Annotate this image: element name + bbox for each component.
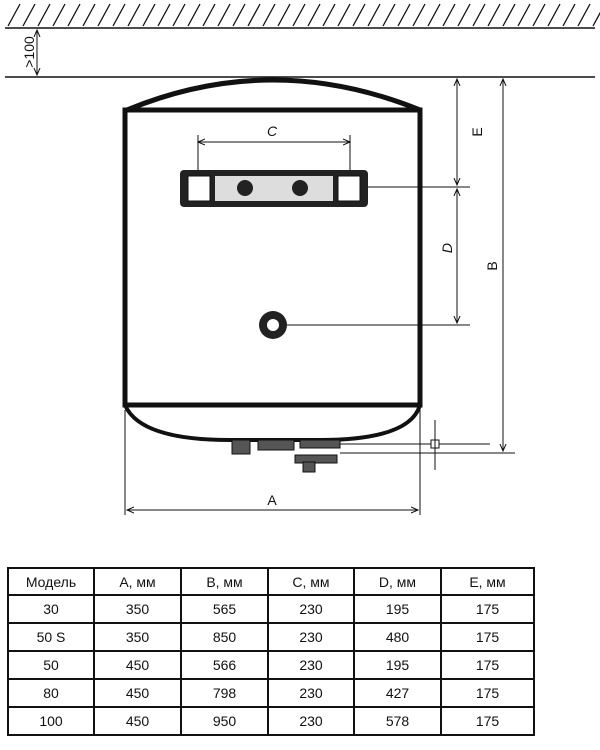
hatch-stroke: [487, 3, 501, 27]
knob-icon: [259, 311, 287, 339]
hatch-stroke: [397, 3, 411, 27]
hatch-stroke: [502, 3, 516, 27]
hatch-stroke: [127, 3, 141, 27]
hatch-stroke: [547, 3, 561, 27]
table-header: Модель A, мм B, мм C, мм D, мм E, мм: [7, 567, 535, 596]
hatch-stroke: [262, 3, 276, 27]
hatch-stroke: [382, 3, 396, 27]
hatch-stroke: [427, 3, 441, 27]
table-cell: 427: [353, 678, 442, 708]
hatch-stroke: [142, 3, 156, 27]
table-cell: 175: [440, 678, 535, 708]
table-cell: 175: [440, 706, 535, 736]
dim-label-c: C: [267, 123, 278, 139]
table-cell: 175: [440, 594, 535, 624]
header-cell: D, мм: [353, 567, 442, 596]
table-cell: 195: [353, 650, 442, 680]
pipe-fittings: [231, 439, 341, 473]
hatch-stroke: [352, 3, 366, 27]
header-cell: A, мм: [93, 567, 182, 596]
hatch-stroke: [187, 3, 201, 27]
table-cell: 175: [440, 650, 535, 680]
water-heater-drawing: >100: [5, 3, 600, 515]
hatch-stroke: [157, 3, 171, 27]
hatch-stroke: [112, 3, 126, 27]
table-cell: 450: [93, 678, 182, 708]
hatch-stroke: [592, 11, 600, 27]
table-cell: 30: [7, 594, 95, 624]
table-cell: 80: [7, 678, 95, 708]
hatch-stroke: [232, 3, 246, 27]
table-cell: 230: [267, 706, 355, 736]
header-cell: B, мм: [180, 567, 269, 596]
hatch-stroke: [412, 3, 426, 27]
table-cell: 230: [267, 594, 355, 624]
hatch-stroke: [247, 3, 261, 27]
table-cell: 350: [93, 622, 182, 652]
hatch-stroke: [472, 3, 486, 27]
table-cell: 230: [267, 678, 355, 708]
hatch-stroke: [202, 3, 216, 27]
hatch-stroke: [532, 3, 546, 27]
hatch-stroke: [97, 3, 111, 27]
table-cell: 230: [267, 622, 355, 652]
table-cell: 50: [7, 650, 95, 680]
table-cell: 100: [7, 706, 95, 736]
table-cell: 480: [353, 622, 442, 652]
table-cell: 578: [353, 706, 442, 736]
hatch-stroke: [307, 3, 321, 27]
table-cell: 450: [93, 650, 182, 680]
hatch-stroke: [337, 3, 351, 27]
table-cell: 195: [353, 594, 442, 624]
tank-body: [122, 77, 423, 442]
hatch-stroke: [67, 3, 81, 27]
header-cell: Модель: [7, 567, 95, 596]
hatch-stroke: [22, 3, 36, 27]
dim-label-d: D: [439, 243, 455, 253]
hatch-stroke: [277, 3, 291, 27]
dim-label-a: A: [267, 492, 277, 508]
dim-label-b: B: [484, 261, 500, 270]
table-cell: 566: [180, 650, 269, 680]
table-cell: 450: [93, 706, 182, 736]
header-cell: E, мм: [440, 567, 535, 596]
hatch-stroke: [442, 3, 456, 27]
ceiling-hatch: [7, 3, 600, 27]
table-cell: 565: [180, 594, 269, 624]
hatch-stroke: [367, 3, 381, 27]
hatch-stroke: [172, 3, 186, 27]
hatch-stroke: [322, 3, 336, 27]
table-cell: 230: [267, 650, 355, 680]
table-cell: 798: [180, 678, 269, 708]
hatch-stroke: [457, 3, 471, 27]
hatch-stroke: [52, 3, 66, 27]
dim-label-e: E: [469, 127, 485, 136]
control-panel: [180, 170, 368, 207]
hatch-stroke: [577, 3, 591, 27]
dimension-lines: [124, 79, 515, 515]
table-cell: 950: [180, 706, 269, 736]
table-cell: 350: [93, 594, 182, 624]
table-cell: 175: [440, 622, 535, 652]
table-cell: 50 S: [7, 622, 95, 652]
table-cell: 850: [180, 622, 269, 652]
hatch-stroke: [292, 3, 306, 27]
hatch-stroke: [217, 3, 231, 27]
clearance-label: >100: [21, 36, 37, 68]
hatch-stroke: [82, 3, 96, 27]
hatch-stroke: [562, 3, 576, 27]
hatch-stroke: [7, 3, 21, 27]
hatch-stroke: [37, 3, 51, 27]
header-cell: C, мм: [267, 567, 355, 596]
hatch-stroke: [517, 3, 531, 27]
